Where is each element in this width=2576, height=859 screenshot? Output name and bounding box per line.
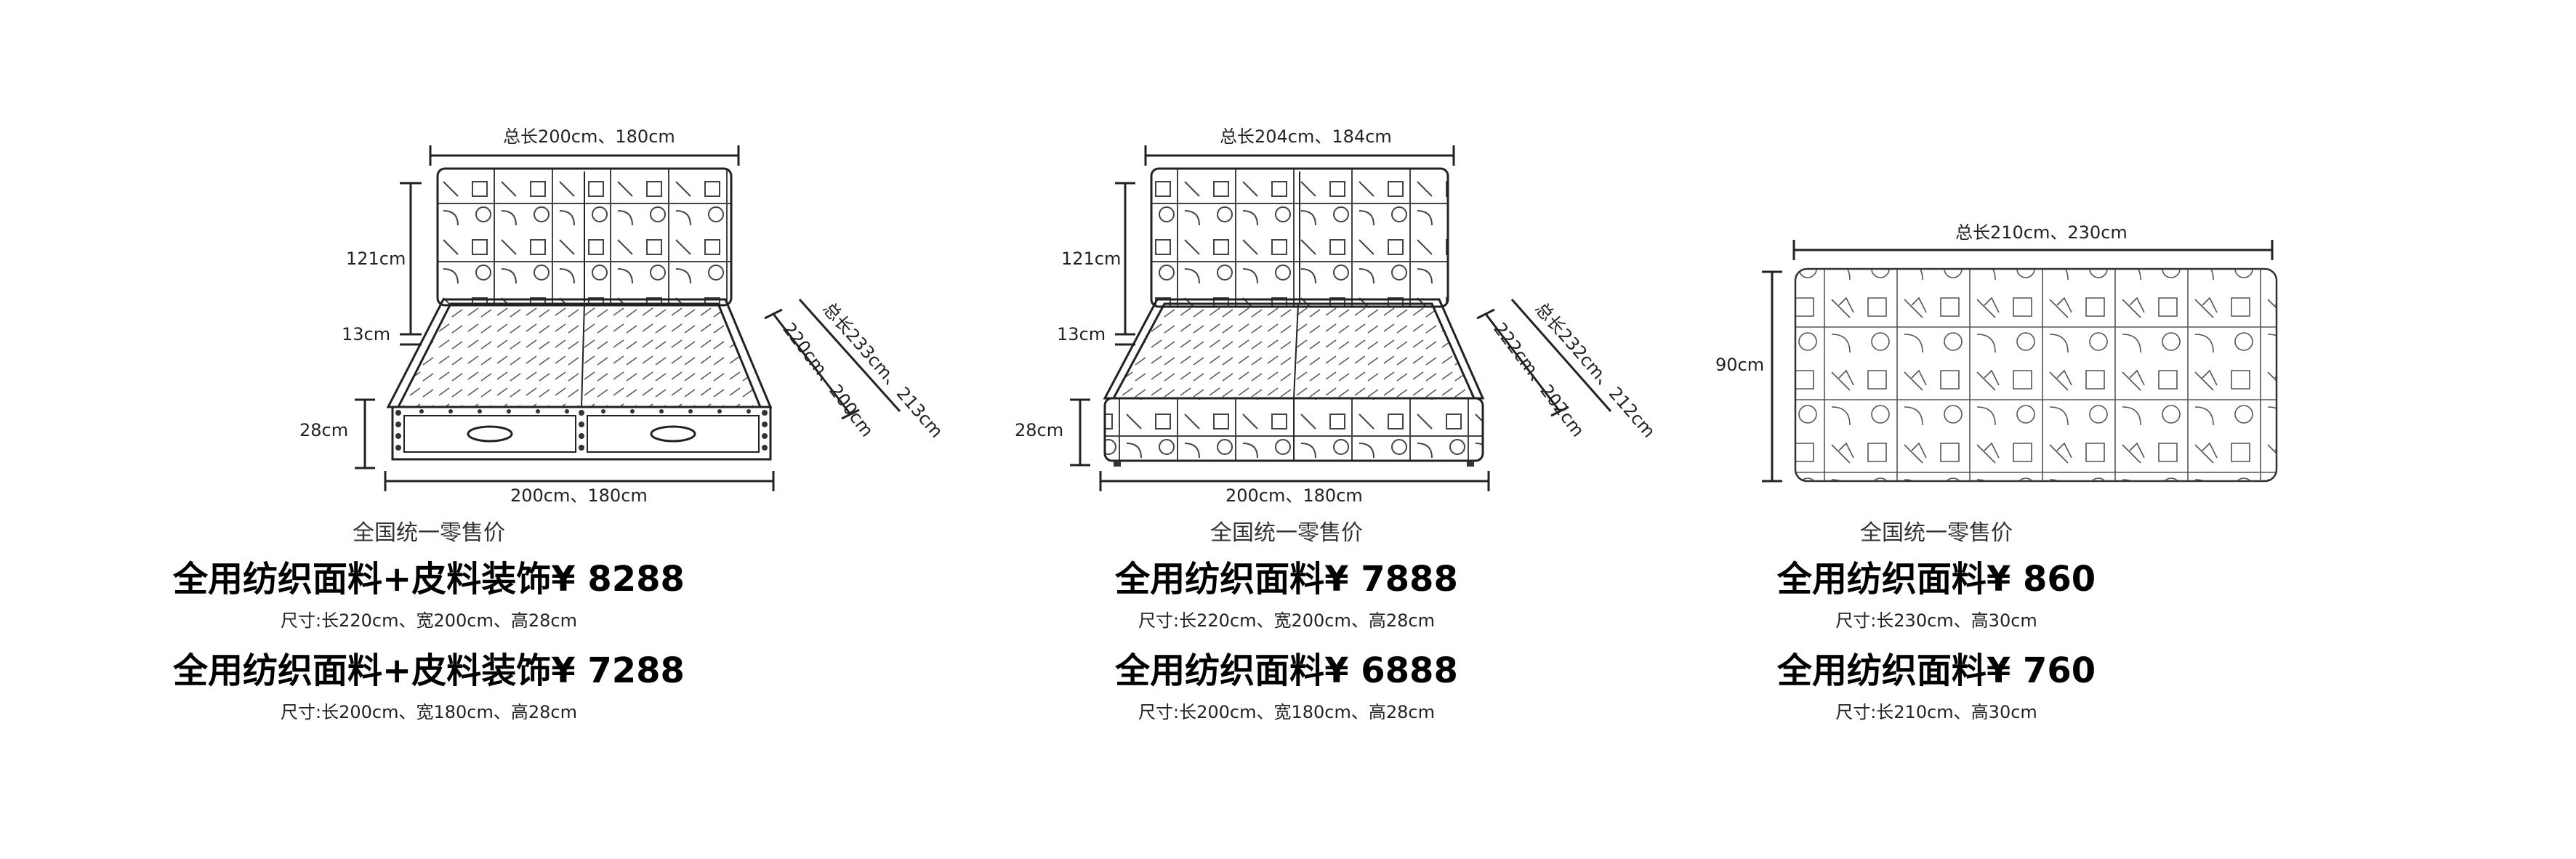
pricing-block: 全国统一零售价 全用纺织面料¥ 7888 尺寸:长220cm、宽200cm、高2… <box>858 519 1715 740</box>
price-line: 全用纺织面料¥ 760 <box>1776 650 2096 691</box>
price-line: 全用纺织面料+皮料装饰¥ 7288 <box>173 650 685 691</box>
price-line: 全用纺织面料¥ 6888 <box>1115 650 1458 691</box>
price-line: 全用纺织面料+皮料装饰¥ 8288 <box>173 559 685 600</box>
dim-bottom-width: 200cm、180cm <box>510 485 648 506</box>
dim-base-height: 28cm <box>1015 420 1064 440</box>
dim-frame-height: 13cm <box>342 324 391 344</box>
dim-bottom-width: 200cm、180cm <box>1225 485 1363 506</box>
size-line: 尺寸:长220cm、宽200cm、高28cm <box>281 610 577 631</box>
retail-label: 全国统一零售价 <box>1210 520 1363 546</box>
product-headboard: 总长210cm、230cm 90cm 全国统一零售价 全用纺织面料¥ 860 尺… <box>1715 0 2576 859</box>
pricing-block: 全国统一零售价 全用纺织面料¥ 860 尺寸:长230cm、高30cm 全用纺织… <box>1506 519 2367 740</box>
product-bed-leather: 总长200cm、180cm 121cm 13cm 28cm 200cm、180c… <box>0 0 947 859</box>
dim-headboard-height: 121cm <box>346 249 406 269</box>
pricing-block: 全国统一零售价 全用纺织面料+皮料装饰¥ 8288 尺寸:长220cm、宽200… <box>0 519 858 740</box>
dim-frame-height: 13cm <box>1057 324 1106 344</box>
bed-drawing-leather <box>355 145 901 491</box>
size-line: 尺寸:长200cm、宽180cm、高28cm <box>281 702 577 722</box>
dim-top-length: 总长204cm、184cm <box>1220 126 1392 147</box>
size-line: 尺寸:长230cm、高30cm <box>1835 610 2037 631</box>
dim-top-length: 总长210cm、230cm <box>1955 222 2128 243</box>
price-line: 全用纺织面料¥ 860 <box>1776 559 2096 600</box>
retail-label: 全国统一零售价 <box>353 520 505 546</box>
size-line: 尺寸:长210cm、高30cm <box>1835 702 2037 722</box>
headboard-drawing <box>1762 240 2278 483</box>
dim-headboard-height: 121cm <box>1061 249 1122 269</box>
price-line: 全用纺织面料¥ 7888 <box>1115 559 1458 600</box>
dim-base-height: 28cm <box>299 420 349 440</box>
retail-label: 全国统一零售价 <box>1860 520 2013 546</box>
size-line: 尺寸:长200cm、宽180cm、高28cm <box>1138 702 1435 722</box>
size-line: 尺寸:长220cm、宽200cm、高28cm <box>1138 610 1435 631</box>
product-bed-fabric: 总长204cm、184cm 121cm 13cm 28cm 200cm、180c… <box>858 0 1715 859</box>
dim-height: 90cm <box>1715 355 1765 375</box>
dim-top-length: 总长200cm、180cm <box>503 126 675 147</box>
bed-drawing-fabric <box>1070 145 1612 491</box>
